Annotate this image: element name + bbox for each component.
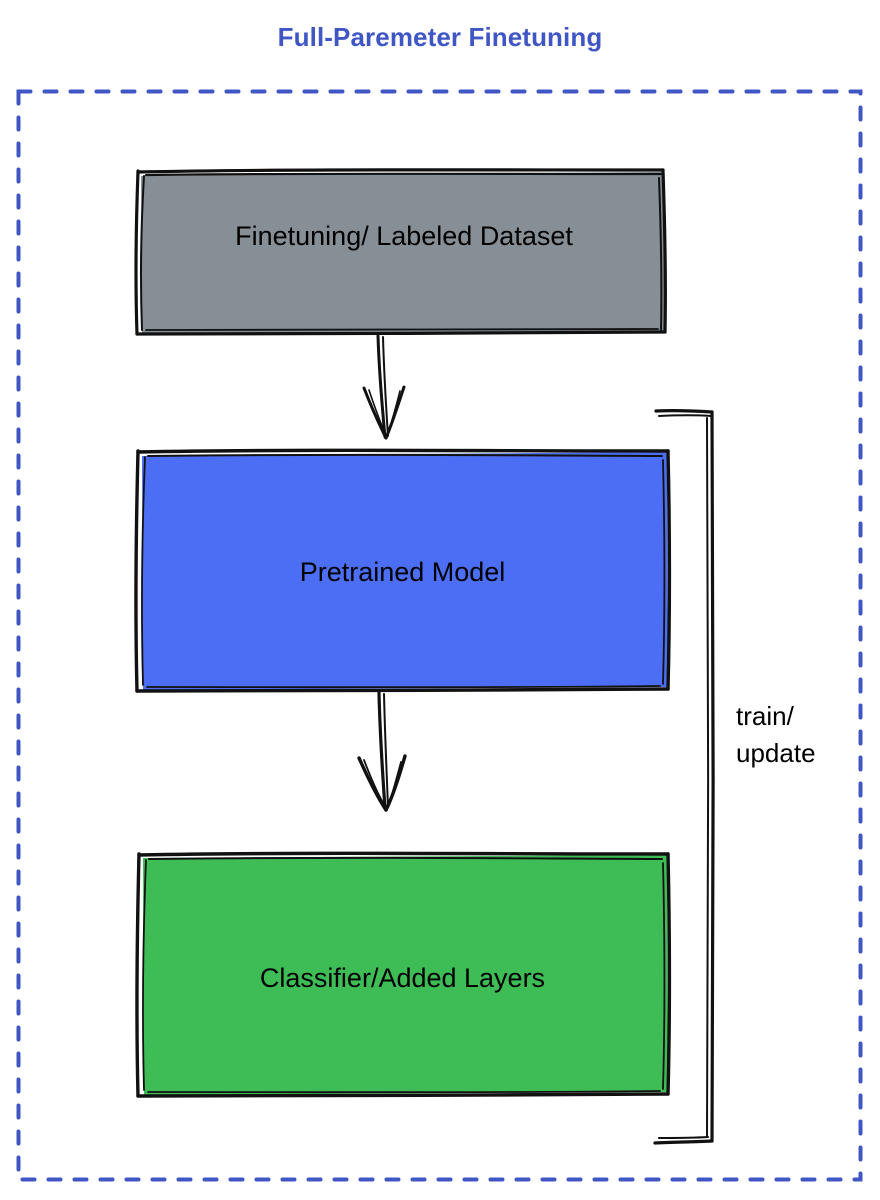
bracket-right-a: [710, 410, 715, 1143]
bracket-bottom-a: [653, 1139, 714, 1145]
arrow2-head-left: [357, 756, 388, 812]
connector-feedback-bracket: [653, 408, 715, 1145]
node-pretrained-stroke-h: [141, 456, 146, 686]
node-dataset-stroke-c: [661, 168, 667, 334]
node-pretrained-label: Pretrained Model: [299, 557, 506, 587]
node-classifier-fill: [143, 855, 668, 1095]
node-pretrained-stroke-d: [662, 459, 666, 685]
node-classifier-stroke-e: [136, 1092, 670, 1098]
node-pretrained-stroke-f: [146, 685, 661, 689]
node-pretrained-stroke-c: [666, 449, 672, 691]
page-title: Full-Paremeter Finetuning: [277, 22, 603, 52]
node-classifier-stroke-b: [148, 856, 663, 860]
arrow1-head-left-2: [368, 389, 388, 438]
node-dataset-stroke-d: [658, 177, 663, 331]
arrow1-shaft-b: [382, 336, 389, 437]
outer-dashed-frame: [16, 89, 863, 1182]
node-dataset-stroke-h: [139, 175, 145, 331]
node-dataset-stroke-b: [144, 172, 663, 177]
arrow2-shaft-b: [383, 693, 389, 808]
arrow-dataset-to-pretrained: [362, 334, 406, 440]
node-dataset-label: Finetuning/ Labeled Dataset: [235, 221, 573, 251]
node-dataset-stroke-f: [145, 328, 659, 331]
node-dataset-stroke-e: [135, 330, 667, 336]
bracket-right-b: [706, 417, 710, 1138]
feedback-loop-label: train/ update: [736, 698, 816, 772]
bracket-top-a: [654, 408, 714, 414]
node-dataset-fill: [141, 172, 665, 333]
arrow2-head-left-2: [363, 759, 388, 810]
node-classifier-stroke-a: [137, 851, 670, 857]
arrow1-head-right-2: [386, 390, 401, 438]
bracket-bottom-b: [658, 1136, 709, 1139]
node-dataset-stroke-a: [136, 168, 665, 174]
bracket-top-b: [658, 414, 712, 417]
node-classifier-label: Classifier/Added Layers: [259, 963, 546, 993]
node-dataset[interactable]: [134, 168, 667, 336]
node-pretrained[interactable]: [134, 448, 672, 693]
arrow-pretrained-to-classifier: [357, 691, 407, 812]
node-pretrained-stroke-g: [134, 449, 140, 693]
arrow1-head-left: [362, 386, 388, 440]
node-pretrained-stroke-b: [147, 453, 663, 457]
node-pretrained-stroke-a: [136, 448, 670, 454]
feedback-loop-label-line1: train/: [736, 701, 794, 731]
node-classifier[interactable]: [135, 851, 672, 1098]
feedback-loop-label-line2: update: [736, 738, 816, 769]
node-pretrained-fill: [142, 452, 668, 690]
node-classifier-stroke-d: [662, 862, 666, 1090]
node-pretrained-stroke-e: [135, 687, 670, 693]
node-classifier-stroke-c: [666, 852, 672, 1096]
node-classifier-stroke-g: [135, 852, 141, 1098]
node-classifier-stroke-h: [142, 859, 147, 1091]
arrow2-head-right-2: [386, 761, 402, 810]
node-classifier-stroke-f: [147, 1090, 661, 1094]
arrow2-shaft-a: [377, 691, 387, 810]
arrow1-shaft-a: [376, 334, 387, 439]
node-dataset-stroke-g: [134, 169, 140, 336]
